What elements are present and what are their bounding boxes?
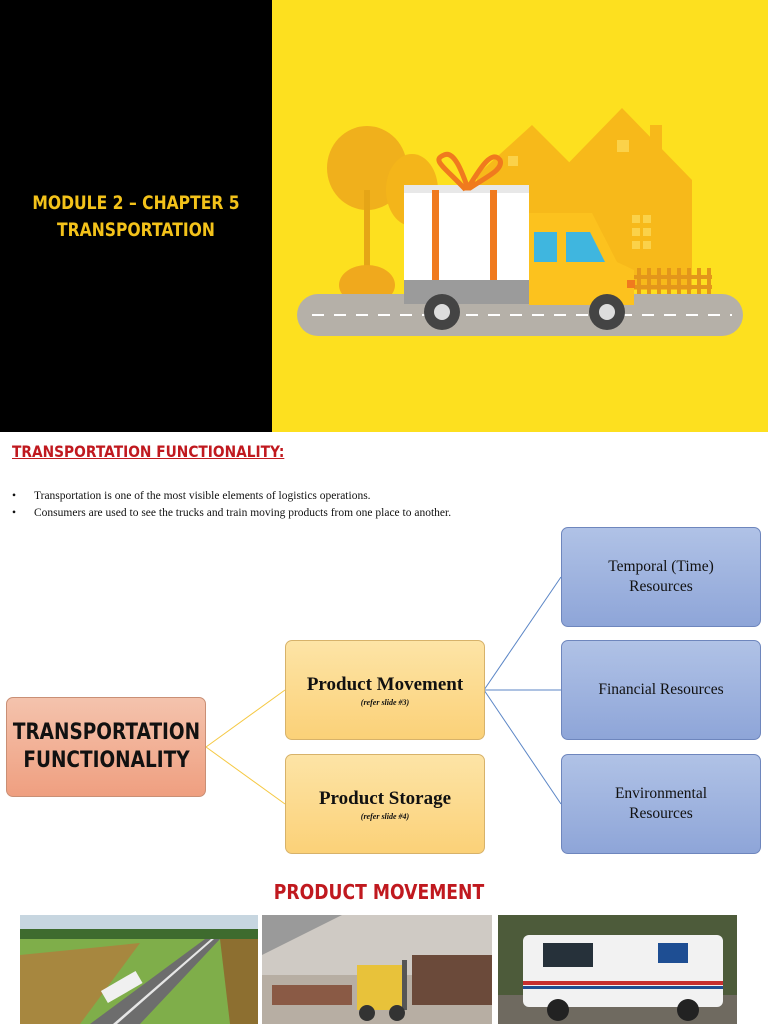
title-text: MODULE 2 – CHAPTER 5 TRANSPORTATION — [24, 190, 247, 244]
connector-line — [205, 746, 286, 805]
bullet-icon: • — [12, 490, 17, 502]
temporal-resources-node: Temporal (Time) Resources — [561, 527, 761, 627]
delivery-illustration — [272, 0, 768, 432]
title-panel — [0, 0, 272, 432]
bullet-item: • Consumers are used to see the trucks a… — [12, 505, 451, 522]
title-line-1: MODULE 2 – CHAPTER 5 — [32, 192, 240, 214]
forklift-image — [262, 915, 492, 1024]
connector-line — [205, 689, 286, 748]
environmental-resources-node: Environmental Resources — [561, 754, 761, 854]
forklift-warehouse-photo — [262, 915, 492, 1024]
diagram-connectors — [205, 576, 562, 805]
connector-line — [483, 689, 562, 805]
root-node-line-1: TRANSPORTATION — [12, 720, 200, 745]
product-storage-node: Product Storage (refer slide #4) — [285, 754, 485, 854]
node-note: (refer slide #4) — [360, 811, 410, 821]
financial-resources-node: Financial Resources — [561, 640, 761, 740]
root-node-line-2: FUNCTIONALITY — [22, 748, 190, 773]
node-title: Product Movement — [306, 673, 464, 695]
node-line-1: Financial Resources — [598, 681, 724, 698]
title-line-2: TRANSPORTATION — [57, 219, 215, 241]
bullet-text: Consumers are used to see the trucks and… — [34, 507, 452, 519]
bullet-item: • Transportation is one of the most visi… — [12, 488, 451, 505]
node-note: (refer slide #3) — [360, 697, 410, 707]
bullet-icon: • — [12, 507, 17, 519]
postal-van-image — [498, 915, 737, 1024]
node-line-2: Resources — [629, 578, 693, 595]
bullet-text: Transportation is one of the most visibl… — [34, 490, 371, 502]
node-title: Product Storage — [318, 787, 452, 809]
postal-van-photo — [498, 915, 737, 1024]
node-line-1: Environmental — [614, 785, 708, 802]
highway-truck-photo — [20, 915, 258, 1024]
connector-line — [483, 576, 562, 691]
product-movement-heading: PRODUCT MOVEMENT — [273, 880, 485, 904]
node-line-1: Temporal (Time) — [608, 558, 714, 575]
product-movement-node: Product Movement (refer slide #3) — [285, 640, 485, 740]
title-slide: MODULE 2 – CHAPTER 5 TRANSPORTATION — [0, 0, 768, 432]
section-heading: TRANSPORTATION FUNCTIONALITY: — [12, 442, 285, 461]
node-line-2: Resources — [629, 805, 693, 822]
root-node: TRANSPORTATION FUNCTIONALITY — [6, 697, 206, 797]
delivery-truck-illustration — [297, 108, 743, 336]
bullet-list: • Transportation is one of the most visi… — [12, 488, 451, 522]
highway-truck-image — [20, 915, 258, 1024]
